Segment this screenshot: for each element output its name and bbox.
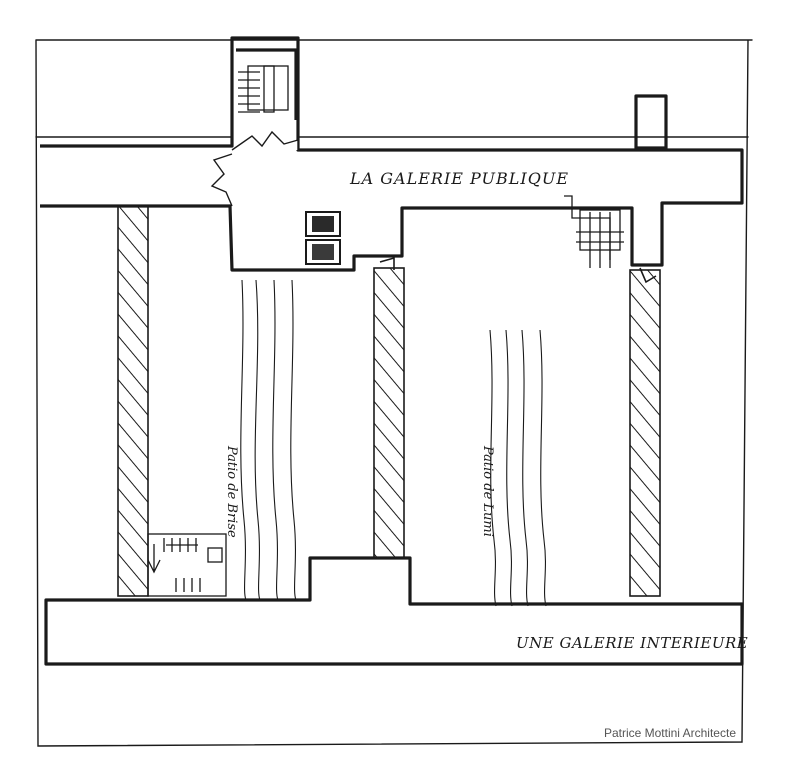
- patio-wave-lines: [240, 279, 547, 607]
- public-gallery-outline: [40, 36, 744, 272]
- label-patio-left: Patio de Brise: [224, 445, 239, 538]
- stair-icon-right: [564, 195, 624, 268]
- stair-core-top: [236, 48, 298, 120]
- stair-icon-bottom: [147, 533, 227, 597]
- wall-right: [629, 269, 661, 597]
- label-galerie-interieure: UNE GALERIE INTERIEURE: [516, 634, 748, 652]
- entrance-star-icon: [210, 130, 299, 207]
- outer-frame: [35, 39, 753, 747]
- interior-gallery-outline: [44, 556, 744, 666]
- wall-left: [117, 205, 149, 597]
- label-galerie-publique: LA GALERIE PUBLIQUE: [349, 169, 569, 188]
- wall-middle: [373, 267, 405, 559]
- architect-credit: Patrice Mottini Architecte: [603, 726, 736, 740]
- hatched-walls: [117, 205, 661, 597]
- shaft-icons: [305, 211, 341, 265]
- stair-icon-top: [238, 65, 289, 113]
- label-patio-right: Patio de Lumi: [480, 445, 495, 537]
